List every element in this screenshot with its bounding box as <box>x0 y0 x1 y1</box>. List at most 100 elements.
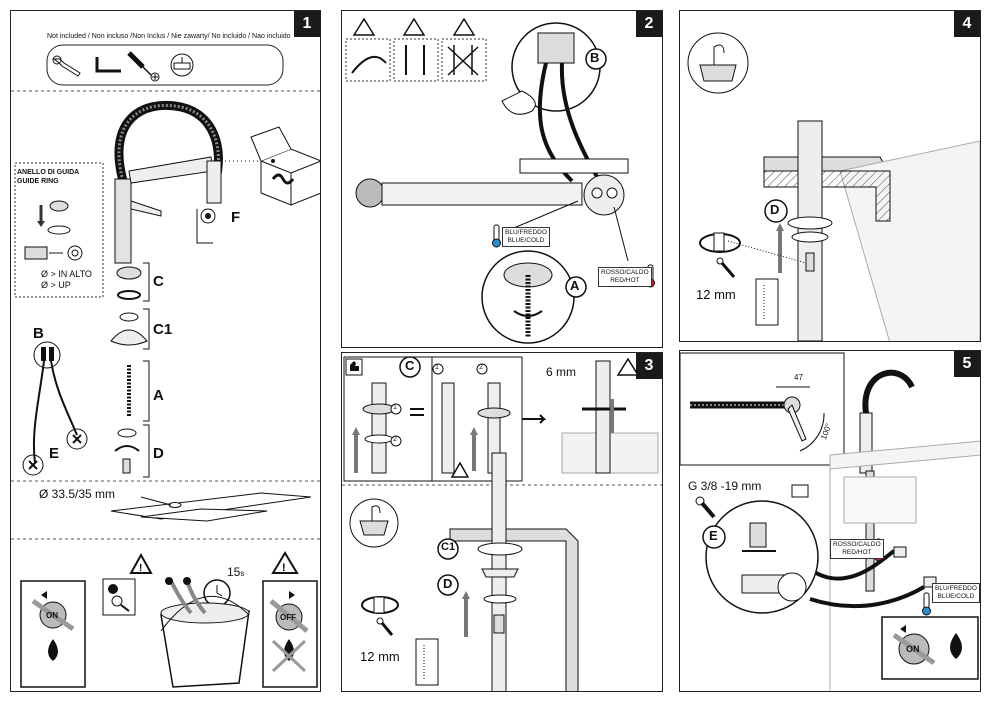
assembly-step-right <box>441 382 511 474</box>
off-warning-box <box>262 580 318 688</box>
no-twist-box <box>393 38 439 82</box>
cold-tag-it: BLU/FREDDO <box>505 229 547 236</box>
assembly-step-left <box>352 382 396 474</box>
cold-tag-en: BLUE/COLD <box>937 593 975 600</box>
step-number: 4 <box>954 11 980 37</box>
warning-icon <box>616 357 640 376</box>
panel4-drawing <box>687 32 980 341</box>
callout-d-circle <box>437 574 459 596</box>
svg-text:!: ! <box>139 563 142 574</box>
gap-detail-illustration <box>561 360 659 474</box>
basin-icon <box>687 32 749 94</box>
warning-icon <box>450 461 470 478</box>
step1-label: 1 <box>393 404 397 411</box>
hot-tag-it: ROSSO/CALDO <box>833 541 881 548</box>
cold-tag: BLU/FREDDO BLUE/COLD <box>932 583 980 603</box>
package-box-illustration <box>250 126 320 206</box>
hot-tag-en: RED/HOT <box>610 277 640 284</box>
timer-unit: s <box>240 569 245 578</box>
off-label: OFF <box>280 613 296 622</box>
thread-label: G 3/8 -19 mm <box>688 479 762 493</box>
valve-on-box <box>881 616 979 680</box>
spout-angle-illustration <box>690 386 825 452</box>
warning-icon <box>452 17 476 36</box>
panel-step-1: 1 Not included / Non incluso /Non Inclus… <box>10 10 321 692</box>
warning-icon <box>352 17 376 36</box>
part-label-e: E <box>49 445 60 462</box>
on-warning-box <box>20 580 86 688</box>
countertop-hole-illustration <box>110 492 312 522</box>
equals-sign <box>410 408 424 416</box>
step-number: 2 <box>636 11 662 37</box>
timer-value: 15 <box>227 565 241 579</box>
hot-tag: ROSSO/CALDO RED/HOT <box>598 267 652 287</box>
cold-thermometer-icon <box>922 592 931 616</box>
on-label: ON <box>46 611 58 620</box>
step2-label-right: 2 <box>479 364 483 371</box>
panel-step-5: 5 <box>679 350 981 692</box>
hot-valve-icon <box>893 546 907 558</box>
callout-e-label: E <box>709 528 718 543</box>
hot-tag-it: ROSSO/CALDO <box>601 269 649 276</box>
valve-on-icon <box>892 625 936 666</box>
level-icon <box>170 53 194 77</box>
cold-thermometer-icon <box>492 224 501 248</box>
panel-step-2: 2 <box>341 10 663 348</box>
wrench-size-box <box>755 278 779 326</box>
hole-diameter-label: Ø 33.5/35 mm <box>39 487 116 501</box>
part-label-d: D <box>153 445 164 462</box>
wrench-icon <box>695 496 716 519</box>
not-included-caption: Not included / Non incluso /Non Inclus /… <box>47 33 291 40</box>
bucket-illustration <box>160 577 250 688</box>
cold-tag-it: BLU/FREDDO <box>935 585 977 592</box>
timer-label: 15s <box>227 565 244 579</box>
arrow-right-icon <box>522 414 547 424</box>
gap-label: 6 mm <box>546 365 576 379</box>
zoom-connection-e <box>705 500 819 614</box>
panel1-drawing: ! ! <box>11 44 320 688</box>
tools-box <box>46 44 284 86</box>
guide-ring-label-en: GUIDE RING <box>17 178 59 185</box>
step2-label: 2 <box>393 436 397 443</box>
basin-icon <box>349 498 399 548</box>
on-label: ON <box>906 644 920 654</box>
callout-a-label: A <box>570 278 580 293</box>
dim-47-label: 47 <box>794 373 803 382</box>
no-kink-box <box>441 38 487 82</box>
warning-icon <box>402 17 426 36</box>
wrench-size-label: 12 mm <box>360 649 400 664</box>
cold-valve-icon <box>923 576 937 588</box>
panel5-drawing <box>680 352 980 691</box>
step-number: 1 <box>294 11 320 37</box>
part-c-illustration <box>116 262 150 302</box>
water-drop-icon <box>48 639 58 661</box>
wrench-size-box <box>415 638 439 686</box>
guide-ring-illustration <box>24 200 83 261</box>
part-label-c: C <box>153 273 164 290</box>
svg-text:!: ! <box>282 562 286 574</box>
callout-b-circle <box>585 48 607 70</box>
hot-supply-hose <box>815 549 896 581</box>
cabinet-illustration <box>791 469 917 691</box>
faucet-illustration <box>114 101 273 264</box>
faucet-body-illustration <box>355 158 629 216</box>
rotate-nut-icon <box>699 232 741 253</box>
callout-c-label: C <box>405 358 415 373</box>
part-d-illustration <box>114 424 150 478</box>
panel2-drawing <box>345 17 655 344</box>
no-bend-box <box>345 38 391 82</box>
no-water-drop-icon <box>271 639 307 673</box>
step-number: 3 <box>636 353 662 379</box>
allen-key-icon <box>95 57 121 73</box>
panel-step-3: 3 <box>341 352 663 692</box>
wrench-icon <box>376 617 394 636</box>
hot-tag-en: RED/HOT <box>842 549 872 556</box>
callout-d-label: D <box>443 576 453 591</box>
countertop-section <box>763 120 980 341</box>
flush-tool-box <box>102 578 136 616</box>
spout-angle-box <box>680 352 845 466</box>
timer-icon <box>203 579 231 607</box>
part-label-c1: C1 <box>153 321 173 338</box>
callout-d-circle <box>764 199 788 223</box>
step-dot-icon <box>108 584 118 594</box>
